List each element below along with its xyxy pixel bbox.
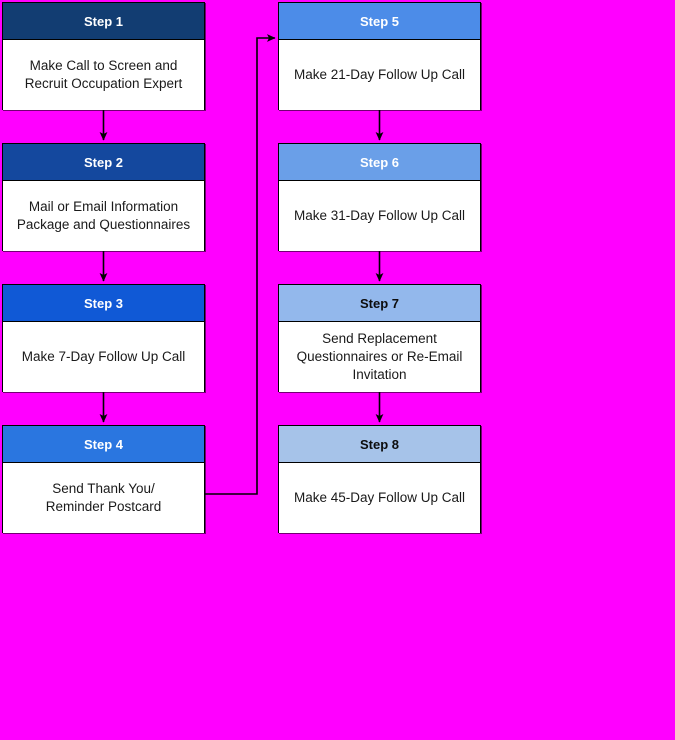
node-step-8-header: Step 8 xyxy=(279,426,480,463)
node-step-6-header: Step 6 xyxy=(279,144,480,181)
node-step-8[interactable]: Step 8 Make 45-Day Follow Up Call xyxy=(278,425,481,533)
node-step-6-body: Make 31-Day Follow Up Call xyxy=(279,181,480,251)
node-step-3[interactable]: Step 3 Make 7-Day Follow Up Call xyxy=(2,284,205,392)
node-step-3-header: Step 3 xyxy=(3,285,204,322)
node-step-5[interactable]: Step 5 Make 21-Day Follow Up Call xyxy=(278,2,481,110)
node-step-1-header: Step 1 xyxy=(3,3,204,40)
arrow-step4-to-step5 xyxy=(205,34,276,495)
node-step-2-header: Step 2 xyxy=(3,144,204,181)
node-step-4-body: Send Thank You/Reminder Postcard xyxy=(3,463,204,533)
node-step-8-body: Make 45-Day Follow Up Call xyxy=(279,463,480,533)
node-step-5-body: Make 21-Day Follow Up Call xyxy=(279,40,480,110)
node-step-4-header: Step 4 xyxy=(3,426,204,463)
node-step-5-header: Step 5 xyxy=(279,3,480,40)
node-step-6[interactable]: Step 6 Make 31-Day Follow Up Call xyxy=(278,143,481,251)
node-step-3-body: Make 7-Day Follow Up Call xyxy=(3,322,204,392)
node-step-4[interactable]: Step 4 Send Thank You/Reminder Postcard xyxy=(2,425,205,533)
node-step-7-header: Step 7 xyxy=(279,285,480,322)
